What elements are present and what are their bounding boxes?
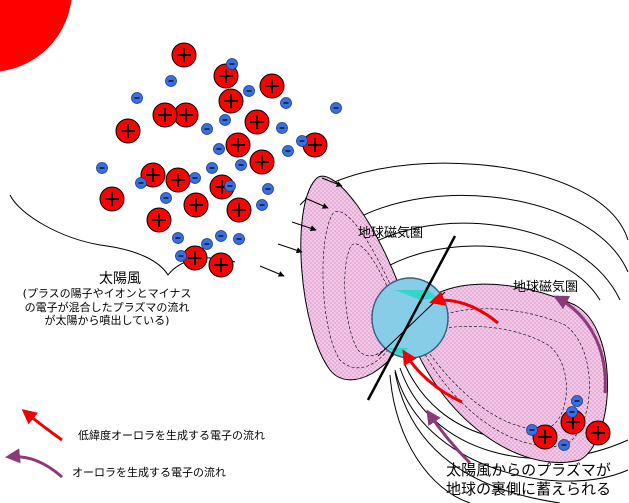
- proton-4: [218, 88, 244, 114]
- electron-11: [282, 145, 294, 157]
- proton-22: [560, 409, 586, 435]
- proton-17: [226, 197, 252, 223]
- electron-8: [201, 123, 213, 135]
- electron-26: [233, 233, 245, 245]
- electron-4: [280, 97, 292, 109]
- proton-23: [585, 420, 611, 446]
- electron-18: [224, 180, 236, 192]
- electron-27: [526, 424, 538, 436]
- proton-9: [302, 132, 328, 158]
- plasma-storage-label: 太陽風からのプラズマが 地球の裏側に蓄えられる: [446, 461, 611, 499]
- electron-29: [571, 395, 583, 407]
- electron-10: [213, 143, 225, 155]
- electron-5: [131, 92, 143, 104]
- electron-20: [262, 183, 274, 195]
- solar-wind-arrows: [259, 177, 343, 277]
- electron-15: [206, 162, 218, 174]
- legend-purple-arrow: [5, 448, 63, 479]
- low-latitude-electron-arrows: [402, 291, 499, 404]
- magnetosphere-label-right: 地球磁気圏: [513, 280, 579, 295]
- proton-8: [244, 109, 270, 135]
- electron-13: [235, 159, 247, 171]
- solar-wind-title: 太陽風: [99, 271, 141, 287]
- proton-particles: [99, 42, 611, 450]
- proton-18: [146, 207, 172, 233]
- proton-20: [208, 252, 234, 278]
- electron-22: [215, 230, 227, 242]
- legend-purple-label: オーロラを生成する電子の流れ: [72, 466, 226, 479]
- electron-19: [160, 192, 172, 204]
- electron-14: [96, 162, 108, 174]
- legend-red-label: 低緯度オーロラを生成する電子の流れ: [78, 429, 265, 442]
- proton-21: [532, 424, 558, 450]
- proton-5: [173, 102, 199, 128]
- proton-10: [225, 132, 251, 158]
- aurora-electron-arrows: [426, 295, 607, 465]
- electron-6: [330, 102, 342, 114]
- sun-shape: [0, 0, 72, 72]
- electron-2: [226, 58, 238, 70]
- proton-12: [140, 162, 166, 188]
- electron-16: [135, 177, 147, 189]
- proton-13: [165, 167, 191, 193]
- electron-particles: [96, 58, 583, 451]
- magnetotail-region: [407, 283, 608, 463]
- proton-19: [182, 245, 208, 271]
- proton-6: [152, 102, 178, 128]
- electron-17: [189, 172, 201, 184]
- electron-21: [256, 199, 268, 211]
- proton-1: [171, 42, 197, 68]
- electron-9: [276, 122, 288, 134]
- electron-23: [172, 232, 184, 244]
- legend-red-arrow: [21, 409, 63, 442]
- electron-30: [566, 406, 578, 418]
- electron-24: [175, 250, 187, 262]
- proton-15: [99, 186, 125, 212]
- magnetosphere-label-left: 地球磁気圏: [358, 226, 424, 241]
- proton-2: [213, 63, 239, 89]
- earth-axis-line: [366, 235, 457, 401]
- electron-3: [243, 85, 255, 97]
- electron-25: [201, 238, 213, 250]
- proton-16: [183, 192, 209, 218]
- electron-7: [219, 114, 231, 126]
- solar-wind-description: (プラスの陽子やイオンとマイナスの電子が混合したプラズマの流れが太陽から噴出して…: [22, 287, 192, 327]
- electron-1: [165, 75, 177, 87]
- proton-11: [249, 149, 275, 175]
- outer-field-lines: [299, 162, 629, 503]
- electron-28: [558, 439, 570, 451]
- plasma-label-line-1: 太陽風からのプラズマが: [446, 461, 611, 479]
- electron-12: [296, 135, 308, 147]
- proton-7: [115, 118, 141, 144]
- earth-globe: [366, 235, 457, 401]
- plasma-label-line-2: 地球の裏側に蓄えられる: [446, 480, 612, 498]
- proton-3: [259, 73, 285, 99]
